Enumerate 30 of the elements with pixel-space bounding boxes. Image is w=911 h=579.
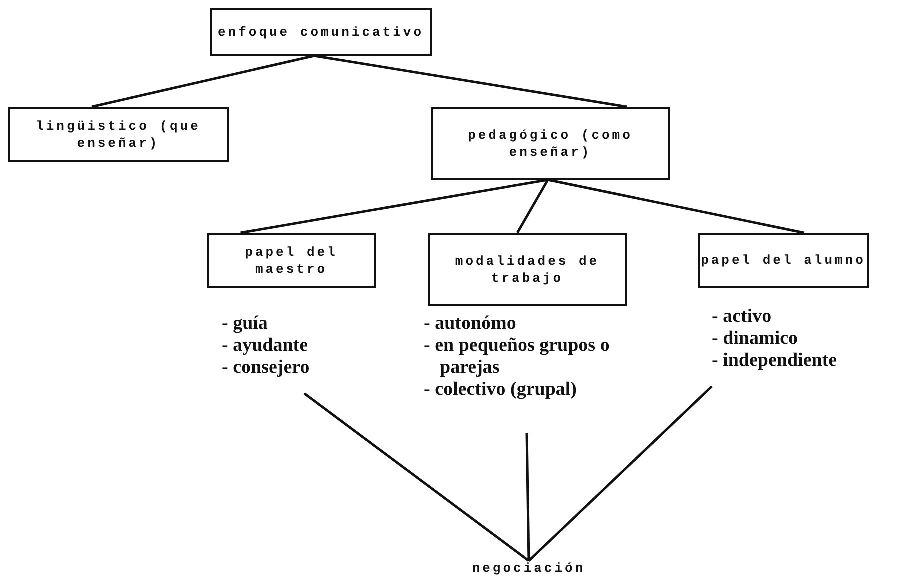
connector-line xyxy=(528,386,713,562)
list-item: - guía xyxy=(222,313,269,335)
connector-line xyxy=(526,432,530,562)
node-label: pedagógico (como enseñar) xyxy=(467,126,634,160)
list-item: - activo xyxy=(712,306,773,328)
connector-line xyxy=(92,54,315,108)
connector-line xyxy=(516,179,550,234)
node-label: enfoque comunicativo xyxy=(218,24,424,40)
connector-line xyxy=(548,178,804,234)
node-label: modalidades de trabajo xyxy=(454,252,601,286)
node-label: papel del maestro xyxy=(244,244,339,278)
list-item: - colectivo (grupal) xyxy=(424,379,578,401)
concept-box xyxy=(431,107,670,180)
list-item: - en pequeños grupos o parejas xyxy=(424,335,611,379)
node-label: lingüistico (que enseñar) xyxy=(35,118,202,152)
connector-line xyxy=(314,54,628,108)
list-item: - autonómo xyxy=(424,313,518,335)
node-label: negociación xyxy=(472,561,586,578)
concept-box xyxy=(428,233,627,306)
connector-line xyxy=(304,392,530,562)
concept-box xyxy=(698,233,869,288)
list-item: - consejero xyxy=(222,357,311,379)
concept-box xyxy=(210,8,432,56)
concept-box xyxy=(8,107,229,162)
list-item: - dinamico xyxy=(712,328,800,350)
list-item: - independiente xyxy=(712,350,838,372)
list-item: - ayudante xyxy=(222,335,310,357)
connector-line xyxy=(240,178,548,234)
node-label: papel del alumno xyxy=(701,252,866,269)
concept-box xyxy=(207,233,376,288)
